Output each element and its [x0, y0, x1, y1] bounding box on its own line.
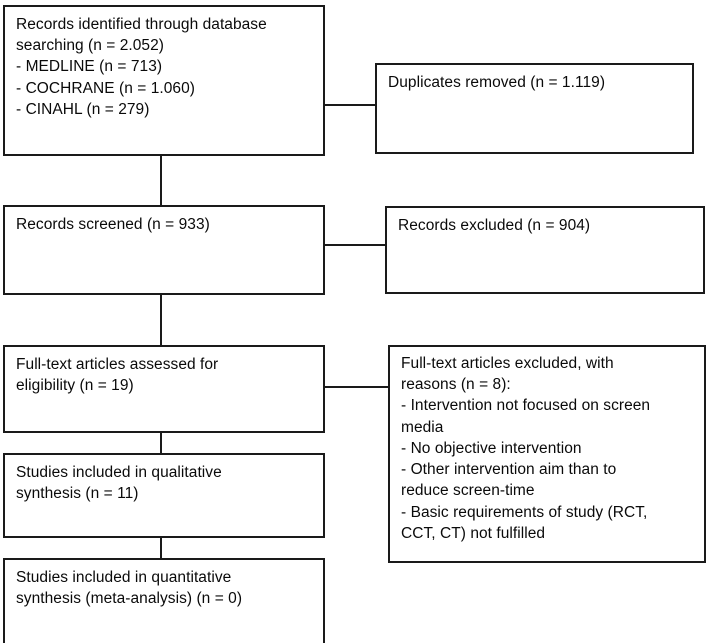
fulltext-assessed-text: Full-text articles assessed for eligibil… — [16, 356, 219, 395]
node-records-identified: Records identified through database sear… — [3, 5, 325, 156]
qualitative-synthesis-text: Studies included in qualitative synthesi… — [16, 464, 222, 503]
node-fulltext-assessed: Full-text articles assessed for eligibil… — [3, 345, 325, 433]
fulltext-excluded-reasons-text: Full-text articles excluded, with reason… — [401, 355, 651, 542]
records-identified-text: Records identified through database sear… — [16, 16, 267, 118]
node-qualitative-synthesis: Studies included in qualitative synthesi… — [3, 453, 325, 538]
connector-identified-to-screened — [160, 154, 162, 207]
duplicates-removed-text: Duplicates removed (n = 1.119) — [388, 74, 606, 91]
connector-identified-to-duplicates — [324, 104, 377, 106]
node-records-screened: Records screened (n = 933) — [3, 205, 325, 295]
quantitative-synthesis-text: Studies included in quantitative synthes… — [16, 569, 243, 608]
records-excluded-text: Records excluded (n = 904) — [398, 217, 591, 234]
connector-screened-to-eligibility — [160, 293, 162, 347]
connector-eligibility-to-reasons — [324, 386, 390, 388]
node-duplicates-removed: Duplicates removed (n = 1.119) — [375, 63, 694, 154]
connector-screened-to-excluded — [324, 244, 387, 246]
connector-qualitative-to-quantitative — [160, 536, 162, 560]
node-fulltext-excluded-reasons: Full-text articles excluded, with reason… — [388, 345, 706, 563]
records-screened-text: Records screened (n = 933) — [16, 216, 210, 233]
connector-eligibility-to-qualitative — [160, 431, 162, 455]
node-quantitative-synthesis: Studies included in quantitative synthes… — [3, 558, 325, 643]
node-records-excluded: Records excluded (n = 904) — [385, 206, 705, 294]
